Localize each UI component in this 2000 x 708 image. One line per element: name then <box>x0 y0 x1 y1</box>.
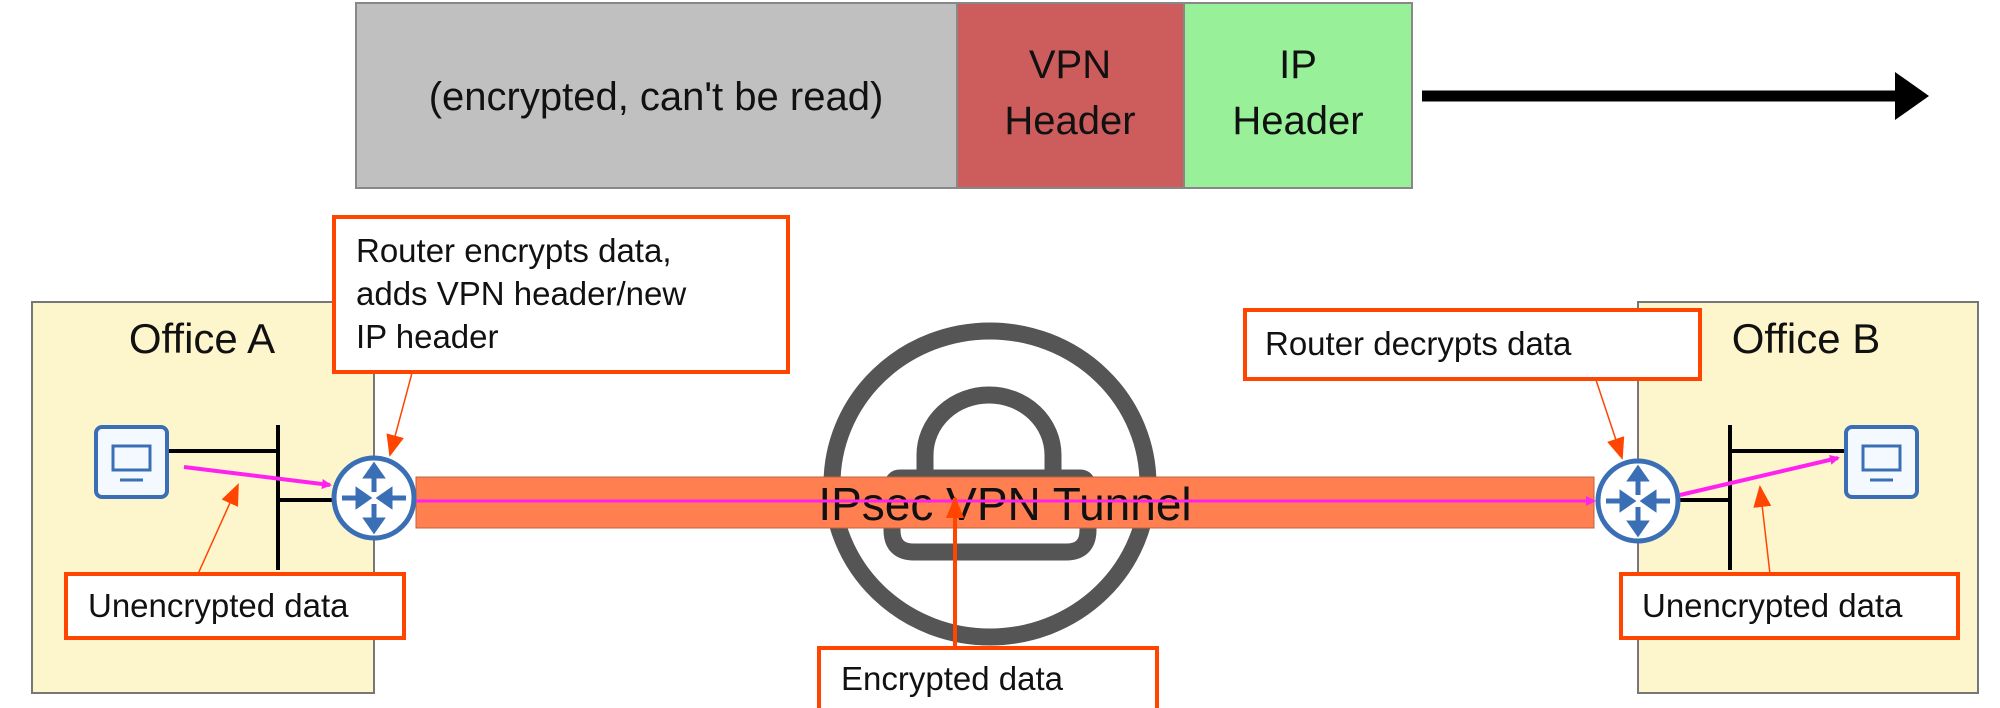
lan-a <box>168 425 334 570</box>
callout-text: Router decrypts data <box>1265 325 1572 362</box>
callout-unencrypted-b: Unencrypted data <box>1619 572 1960 640</box>
ip-header-label-2: Header <box>1232 99 1363 143</box>
office-a-label: Office A <box>129 315 275 362</box>
packet-vpn-header <box>956 2 1185 189</box>
callout-router-decrypts: Router decrypts data <box>1243 308 1702 381</box>
data-flow-arrows <box>183 454 1840 506</box>
lan-b <box>1678 425 1846 570</box>
packet-payload <box>355 2 958 189</box>
computer-a-icon <box>94 425 169 499</box>
vpn-header-label-1: VPN <box>1029 43 1111 87</box>
payload-label: (encrypted, can't be read) <box>429 75 884 119</box>
callout-text: Unencrypted data <box>1642 587 1903 624</box>
direction-arrow-icon <box>1422 72 1929 120</box>
vpn-header-label-2: Header <box>1004 99 1135 143</box>
flow-router-to-pc-b <box>1679 454 1840 497</box>
callout-line-1: Router encrypts data, <box>356 232 672 269</box>
callout-line-2: adds VPN header/new <box>356 275 686 312</box>
callout-pointers <box>197 372 1772 648</box>
callout-router-encrypts: Router encrypts data, adds VPN header/ne… <box>332 215 790 374</box>
packet-diagram: (encrypted, can't be read) VPN Header IP… <box>355 2 1929 189</box>
callout-line-3: IP header <box>356 318 499 355</box>
router-a-icon <box>331 455 417 541</box>
callout-encrypted: Encrypted data <box>817 646 1159 708</box>
callout-unencrypted-a: Unencrypted data <box>64 572 406 640</box>
packet-ip-header <box>1183 2 1413 189</box>
computer-b-icon <box>1844 425 1919 499</box>
callout-text: Encrypted data <box>841 660 1064 697</box>
office-b-label: Office B <box>1732 315 1881 362</box>
router-b-icon <box>1595 458 1681 544</box>
flow-pc-a-to-router <box>183 465 332 489</box>
tunnel-label: IPsec VPN Tunnel <box>818 478 1191 530</box>
callout-text: Unencrypted data <box>88 587 349 624</box>
ip-header-label-1: IP <box>1279 43 1317 87</box>
